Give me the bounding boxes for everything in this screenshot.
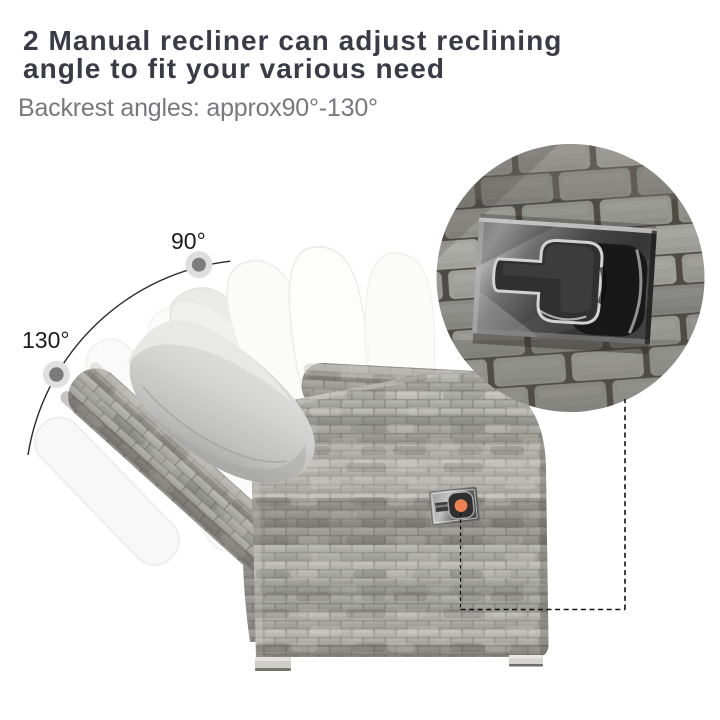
svg-text:130°: 130°	[22, 327, 70, 353]
svg-text:90°: 90°	[171, 228, 206, 254]
